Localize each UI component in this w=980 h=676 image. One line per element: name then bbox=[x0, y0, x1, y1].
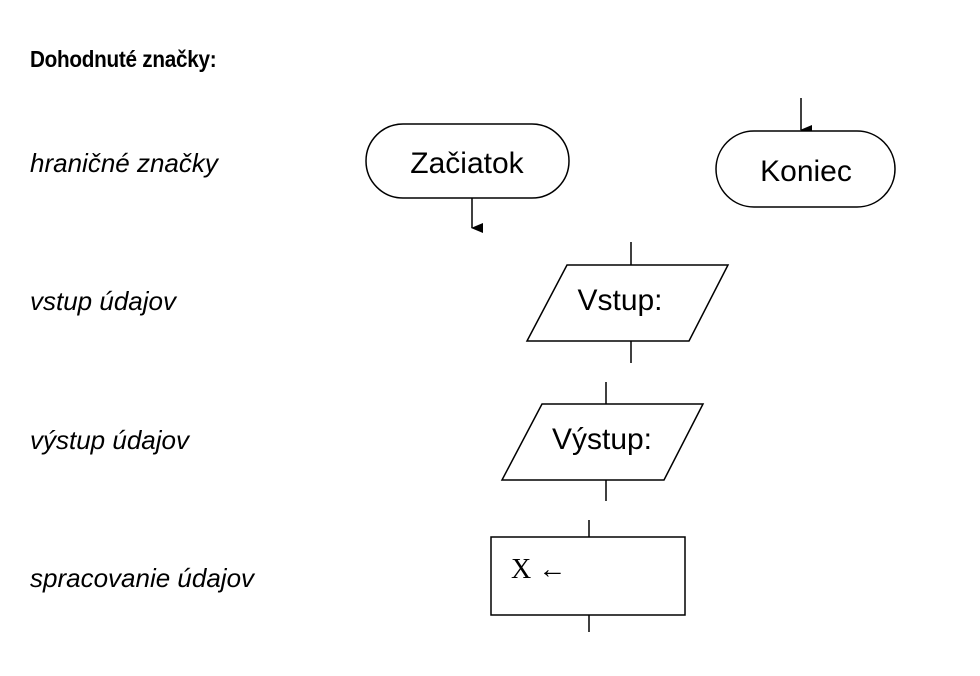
start-terminal-shape bbox=[365, 123, 570, 199]
label-data-processing: spracovanie údajov bbox=[30, 563, 255, 593]
legend-heading: Dohodnuté značky: bbox=[30, 46, 217, 72]
input-symbol-label: Vstup: bbox=[577, 284, 662, 317]
start-terminal-label: Začiatok bbox=[410, 147, 524, 180]
output-symbol-label: Výstup: bbox=[552, 423, 652, 456]
process-rectangle bbox=[490, 536, 686, 616]
start-terminal: Začiatok bbox=[365, 123, 570, 233]
input-symbol: Vstup: bbox=[525, 242, 730, 363]
output-symbol: Výstup: bbox=[500, 382, 705, 501]
process-symbol: X ← bbox=[490, 520, 686, 632]
output-parallelogram bbox=[500, 403, 705, 481]
input-parallelogram bbox=[525, 264, 730, 342]
process-symbol-label: X ← bbox=[511, 554, 566, 585]
end-terminal: Koniec bbox=[715, 98, 896, 208]
label-boundary-symbols: hraničné značky bbox=[30, 148, 218, 178]
label-data-input: vstup údajov bbox=[30, 286, 176, 316]
end-terminal-label: Koniec bbox=[760, 155, 852, 188]
end-terminal-shape bbox=[715, 130, 896, 208]
label-data-output: výstup údajov bbox=[30, 425, 189, 455]
